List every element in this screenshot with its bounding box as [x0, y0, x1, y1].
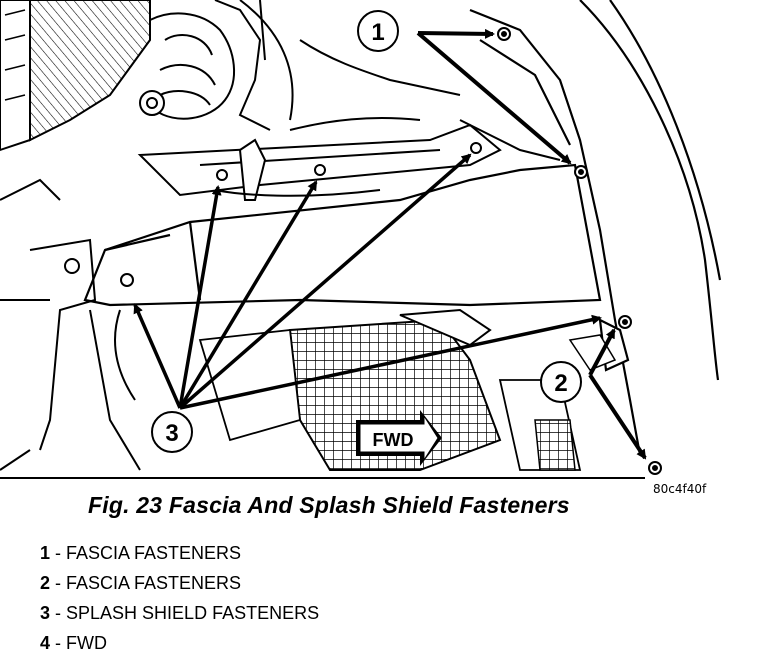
callout-1: 1	[357, 10, 399, 52]
legend-item: 2 - FASCIA FASTENERS	[40, 573, 242, 593]
fastener-points	[120, 27, 662, 475]
bumper-structure	[0, 178, 141, 471]
fwd-label: FWD	[373, 430, 414, 450]
suspension-assembly	[139, 0, 461, 131]
legend-item: 1 - FASCIA FASTENERS	[40, 543, 242, 563]
svg-text:3: 3	[165, 420, 178, 447]
splash-shield	[83, 163, 602, 307]
legend-item: 4 - FWD	[40, 633, 107, 653]
callout-2: 2	[540, 361, 582, 403]
svg-text:2: 2	[554, 370, 567, 397]
frame-rail	[137, 119, 561, 201]
figure-caption: Fig. 23 Fascia And Splash Shield Fastene…	[88, 492, 570, 518]
callout-3: 3	[151, 411, 193, 453]
radiator-core	[0, 0, 151, 152]
svg-text:1: 1	[371, 19, 384, 46]
callout-3-leaders	[133, 153, 602, 410]
figure-code: 80c4f40f	[653, 482, 707, 496]
lower-grille	[198, 308, 617, 471]
fastener-diagram: 1 2 3 FWD	[0, 0, 722, 479]
legend-list: 1 - FASCIA FASTENERS 2 - FASCIA FASTENER…	[40, 538, 319, 658]
fwd-arrow: FWD	[356, 410, 442, 466]
callout-1-leaders	[416, 28, 572, 165]
legend-item: 3 - SPLASH SHIELD FASTENERS	[40, 603, 320, 623]
callout-2-leaders	[588, 328, 647, 460]
